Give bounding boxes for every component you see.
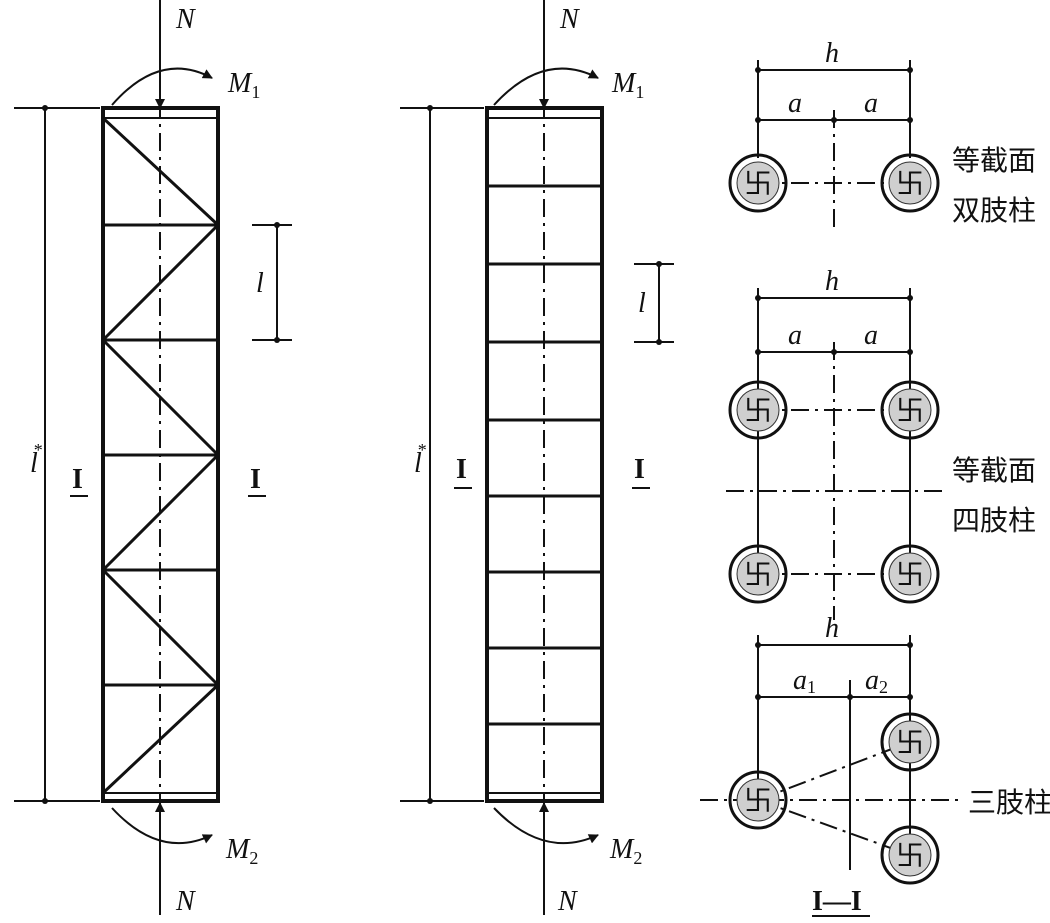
moment-bottom-arrow	[111, 807, 213, 844]
svg-text:卐: 卐	[744, 394, 772, 427]
spacing-label-right: a	[864, 88, 878, 119]
spacing-label-left: a	[788, 88, 802, 119]
limb-circle: 卐	[728, 380, 788, 440]
width-label: h	[825, 613, 839, 644]
section-type-line1: 等截面	[952, 144, 1036, 177]
moment-bottom-label-2: M2	[609, 834, 642, 868]
svg-text:卐: 卐	[744, 784, 772, 817]
effective-length-label-2: l*	[414, 440, 427, 479]
section-mark-left-2: I	[456, 454, 467, 485]
spacing-1-label: a1	[793, 665, 816, 697]
section-caption: I—I	[812, 886, 862, 917]
section-mark-right: I	[250, 464, 261, 495]
limb-circle: 卐	[880, 825, 940, 885]
section-mark-left: I	[72, 464, 83, 495]
section-type-label: 三肢柱	[968, 786, 1050, 819]
svg-text:卐: 卐	[896, 726, 924, 759]
width-label: h	[825, 38, 839, 69]
limb-circle: 卐	[880, 544, 940, 604]
axial-force-bottom-label: N	[175, 886, 196, 917]
moment-top-label-2: M1	[611, 68, 644, 102]
svg-text:卐: 卐	[896, 558, 924, 591]
section-three-limb: h a1 a2 卐 卐 卐 三肢柱 I—I	[700, 613, 1050, 917]
spacing-2-label: a2	[865, 665, 888, 697]
battened-column: N N M1 M2 l* l I I	[400, 0, 674, 917]
limb-circle: 卐	[880, 153, 940, 213]
moment-bottom-arrow-2	[493, 807, 599, 845]
section-type-line2: 四肢柱	[952, 504, 1036, 537]
moment-top-arrow	[111, 67, 213, 106]
moment-top-arrow-2	[493, 67, 599, 106]
axial-force-top-label: N	[175, 4, 196, 35]
effective-length-label: l*	[30, 440, 43, 479]
section-type-line1: 等截面	[952, 454, 1036, 487]
limb-circle: 卐	[728, 544, 788, 604]
section-type-line2: 双肢柱	[952, 194, 1036, 227]
svg-text:卐: 卐	[896, 167, 924, 200]
section-mark-right-2: I	[634, 454, 645, 485]
limb-circle: 卐	[880, 712, 940, 772]
axial-force-bottom-label-2: N	[557, 886, 578, 917]
limb-circle: 卐	[728, 153, 788, 213]
spacing-label-left: a	[788, 320, 802, 351]
moment-bottom-label: M2	[225, 834, 258, 868]
svg-text:卐: 卐	[744, 558, 772, 591]
limb-circle: 卐	[880, 380, 940, 440]
svg-text:卐: 卐	[896, 394, 924, 427]
svg-text:卐: 卐	[744, 167, 772, 200]
truss-column: N N M1 M2 l* l I I	[14, 0, 292, 917]
axial-force-top-label-2: N	[559, 4, 580, 35]
svg-text:卐: 卐	[896, 839, 924, 872]
spacing-label-right: a	[864, 320, 878, 351]
moment-top-label: M1	[227, 68, 260, 102]
panel-length-label: l	[256, 268, 264, 299]
width-label: h	[825, 266, 839, 297]
limb-circle: 卐	[728, 770, 788, 830]
section-four-limb: h a a 卐 卐 卐 卐 等截面 四肢柱	[726, 266, 1036, 620]
panel-length-label-2: l	[638, 288, 646, 319]
section-two-limb: h a a 卐 卐 等截面 双肢柱	[728, 38, 1036, 232]
